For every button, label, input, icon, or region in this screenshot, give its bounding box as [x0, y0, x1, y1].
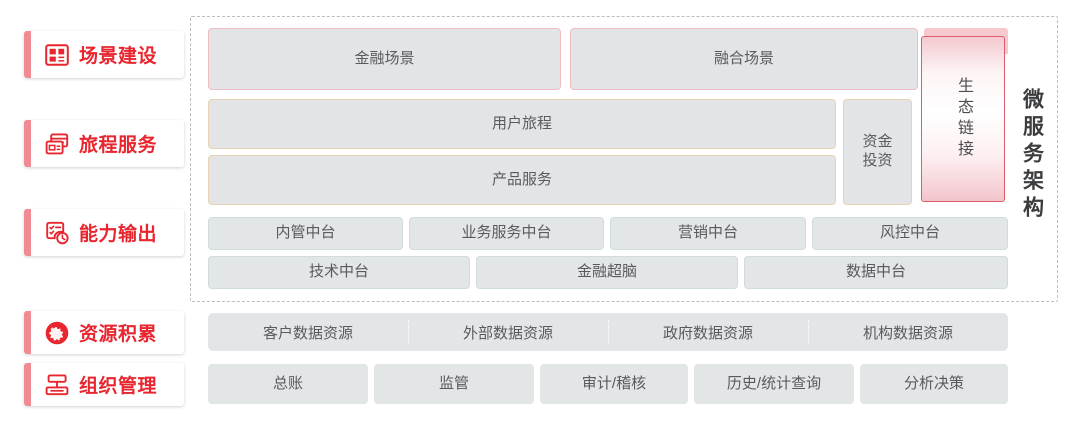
category-pill-journey[interactable]: 旅程服务: [24, 120, 184, 167]
category-label: 场景建设: [79, 46, 158, 67]
microservice-dashed-container: [190, 16, 1058, 302]
journey-cell-capital-investment[interactable]: 资金 投资: [843, 99, 912, 205]
capability-cell-business-service[interactable]: 业务服务中台: [409, 217, 604, 250]
pill-stripe: [24, 209, 31, 256]
category-pill-capability[interactable]: 能力输出: [24, 209, 184, 256]
globe-icon: [43, 319, 70, 346]
microservice-architecture-title: 微服务架构: [1012, 60, 1052, 250]
pill-stripe: [24, 31, 31, 78]
ecology-link-label: 生态链接: [955, 77, 972, 161]
capability-cell-marketing[interactable]: 营销中台: [610, 217, 806, 250]
resource-segment-external[interactable]: 外部数据资源: [408, 313, 608, 351]
cards-icon: [43, 130, 70, 157]
microservice-architecture-label: 微服务架构: [1020, 87, 1044, 223]
resource-segment-institution[interactable]: 机构数据资源: [808, 313, 1008, 351]
capability-cell-technology[interactable]: 技术中台: [208, 256, 470, 289]
pill-stripe: [24, 363, 31, 406]
category-label: 组织管理: [79, 376, 158, 397]
layout-grid-icon: [43, 41, 70, 68]
resource-segment-government[interactable]: 政府数据资源: [608, 313, 808, 351]
scene-cell-fusion[interactable]: 融合场景: [570, 28, 918, 90]
category-pill-scene[interactable]: 场景建设: [24, 31, 184, 78]
organization-cell-history-query[interactable]: 历史/统计查询: [694, 364, 854, 404]
checklist-clock-icon: [43, 219, 70, 246]
scene-cell-finance[interactable]: 金融场景: [208, 28, 561, 90]
capability-cell-risk-control[interactable]: 风控中台: [812, 217, 1008, 250]
organization-cell-analysis-decision[interactable]: 分析决策: [860, 364, 1008, 404]
pill-stripe: [24, 311, 31, 354]
pill-stripe: [24, 120, 31, 167]
ecology-link-box[interactable]: 生态链接: [921, 36, 1005, 202]
category-pill-organization[interactable]: 组织管理: [24, 363, 184, 406]
organization-cell-general-ledger[interactable]: 总账: [208, 364, 368, 404]
category-pill-resources[interactable]: 资源积累: [24, 311, 184, 354]
journey-cell-user-journey[interactable]: 用户旅程: [208, 99, 836, 149]
category-label: 旅程服务: [79, 135, 158, 156]
category-label: 资源积累: [79, 324, 158, 345]
journey-cell-product-service[interactable]: 产品服务: [208, 155, 836, 205]
org-chart-icon: [43, 371, 70, 398]
capability-cell-finance-brain[interactable]: 金融超脑: [476, 256, 738, 289]
capability-cell-data[interactable]: 数据中台: [744, 256, 1008, 289]
organization-cell-regulation[interactable]: 监管: [374, 364, 534, 404]
category-label: 能力输出: [79, 224, 158, 245]
organization-cell-audit[interactable]: 审计/稽核: [540, 364, 688, 404]
resources-bar: 客户数据资源 外部数据资源 政府数据资源 机构数据资源: [208, 313, 1008, 351]
capability-cell-internal-management[interactable]: 内管中台: [208, 217, 403, 250]
resource-segment-customer[interactable]: 客户数据资源: [262, 324, 353, 342]
